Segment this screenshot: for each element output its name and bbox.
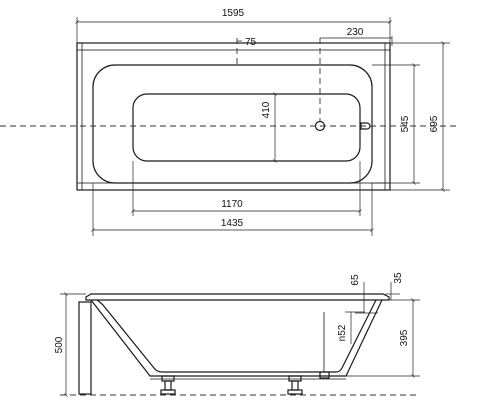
- label-395: 395: [399, 329, 410, 346]
- label-n52: n52: [337, 324, 348, 341]
- label-500: 500: [54, 336, 65, 353]
- side-inner-shell: [96, 299, 377, 373]
- label-695: 695: [429, 115, 440, 132]
- overflow-fitting: [360, 122, 371, 130]
- side-outer-shell: [90, 299, 383, 377]
- label-1170: 1170: [221, 199, 243, 210]
- side-leg-left: [160, 375, 176, 395]
- side-view: 500 65 35 395 n52: [54, 272, 420, 397]
- side-front-panel: [78, 301, 92, 395]
- side-rim: [85, 293, 390, 301]
- top-basin-outline: [92, 64, 373, 184]
- label-75: 75: [245, 37, 257, 48]
- top-rim-band: [76, 49, 391, 184]
- label-410: 410: [261, 101, 272, 118]
- label-35: 35: [393, 272, 404, 284]
- label-1595: 1595: [222, 8, 245, 19]
- label-230: 230: [347, 27, 364, 38]
- label-1435: 1435: [221, 218, 244, 229]
- label-65: 65: [350, 274, 361, 286]
- top-basin-bottom: [132, 93, 361, 162]
- top-view: 1595 75 230 410 545 695 1170 1435: [0, 8, 460, 236]
- label-545: 545: [400, 115, 411, 132]
- side-drain: [319, 371, 330, 379]
- side-leg-right: [287, 375, 303, 395]
